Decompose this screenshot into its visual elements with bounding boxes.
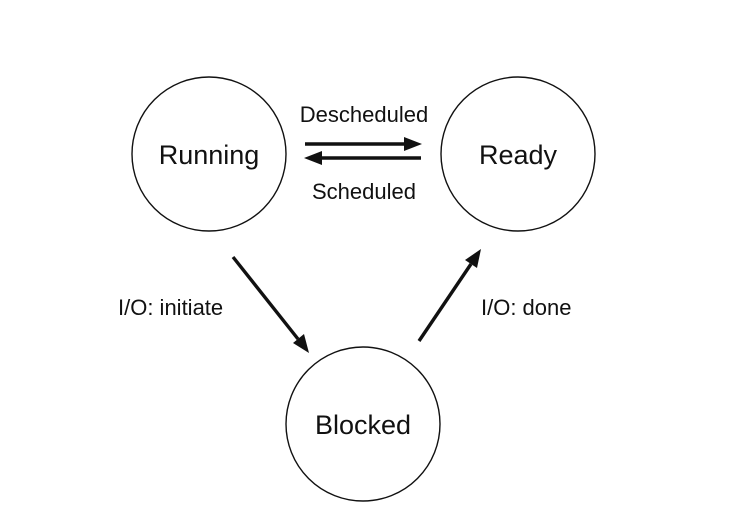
io-done-label: I/O: done [481,295,572,320]
io-done-arrow-head [465,249,481,268]
state-ready-circle [440,76,596,232]
descheduled-arrow-head [404,137,422,151]
io-initiate-label: I/O: initiate [118,295,223,320]
state-ready: Ready [440,76,596,232]
state-blocked: Blocked [285,346,441,502]
io-initiate-arrow-head [293,334,309,353]
io-done-arrow-line [417,263,473,342]
descheduled-label: Descheduled [300,102,428,127]
transition-descheduled: Descheduled [300,102,428,151]
transition-io-done: I/O: done [417,249,572,342]
state-running-circle [131,76,287,232]
scheduled-arrow-head [304,151,322,165]
state-ready-label: Ready [479,140,558,170]
state-blocked-label: Blocked [315,410,411,440]
scheduled-label: Scheduled [312,179,416,204]
io-initiate-arrow-line [231,255,300,341]
state-blocked-circle [285,346,441,502]
state-running-label: Running [159,140,260,170]
transition-scheduled: Scheduled [304,151,421,204]
transition-io-initiate: I/O: initiate [118,255,309,353]
state-running: Running [131,76,287,232]
